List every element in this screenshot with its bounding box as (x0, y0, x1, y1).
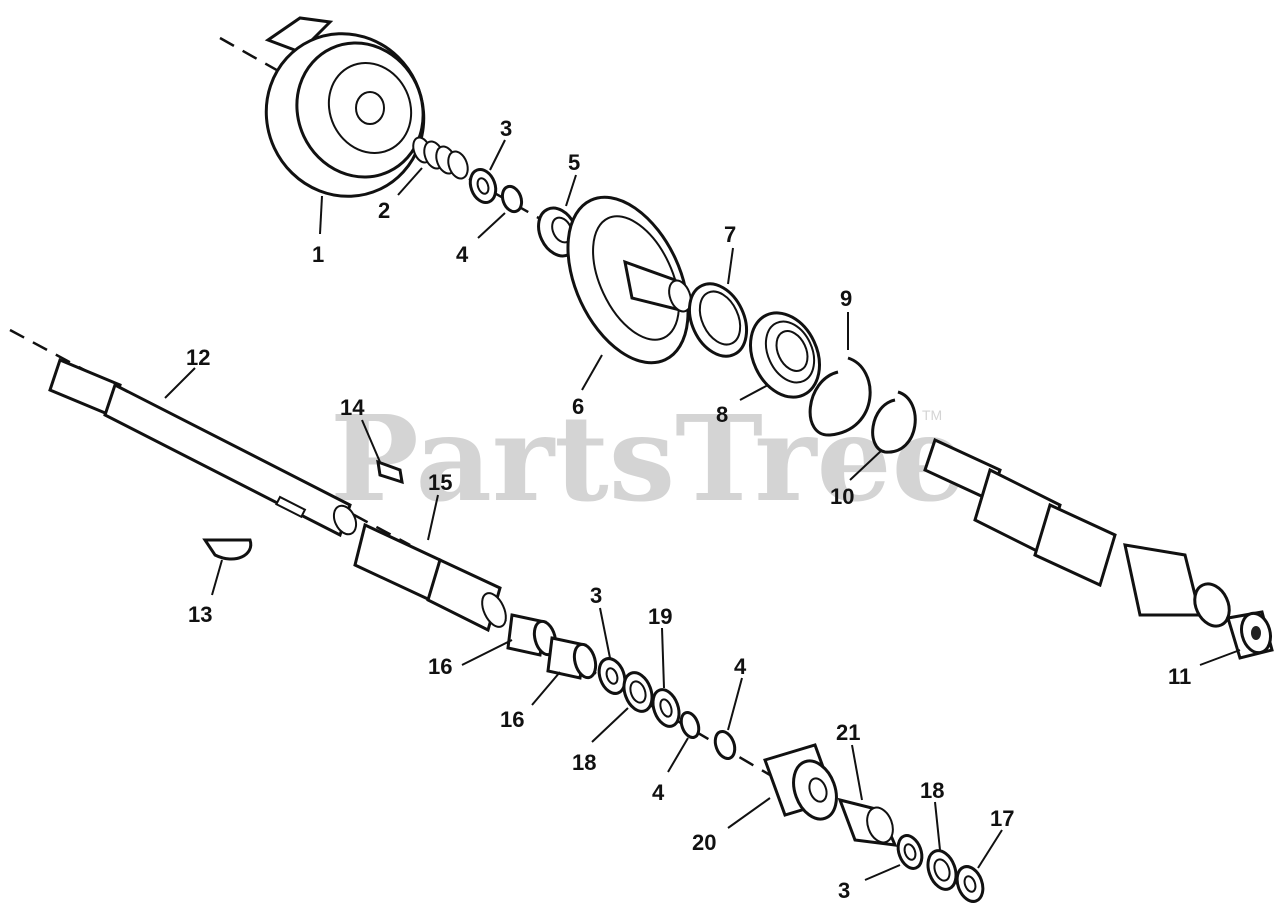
callout-3a: 3 (500, 116, 512, 141)
retaining-ring-lower-b-part (713, 729, 737, 761)
shaft-body (103, 382, 352, 538)
spur-gear-part (837, 797, 898, 847)
leader-3a (489, 139, 506, 171)
sleeve-body (353, 522, 442, 603)
sleeve-bore (481, 592, 507, 628)
spring-part (412, 136, 469, 180)
leader-21 (851, 744, 863, 801)
seal-ring-part (687, 282, 749, 358)
retaining-ring-lower-a-part (679, 710, 701, 740)
callout-4b: 4 (652, 780, 665, 805)
callout-3c: 3 (838, 878, 850, 903)
callout-labels: 1 2 3 4 5 6 7 8 9 10 11 12 13 14 15 16 1… (186, 116, 1191, 903)
callout-20: 20 (692, 830, 716, 855)
leader-4a (477, 212, 506, 239)
callout-18a: 18 (572, 750, 596, 775)
callout-2: 2 (378, 198, 390, 223)
callout-9: 9 (840, 286, 852, 311)
leader-4c (727, 677, 743, 731)
leader-15 (427, 494, 439, 541)
leader-lines (164, 139, 1241, 881)
leader-18a (591, 707, 629, 743)
callout-4c: 4 (734, 654, 747, 679)
main-shaft-part (48, 357, 358, 538)
watermark-text: PartsTree (330, 389, 967, 528)
leader-3b (599, 607, 611, 659)
callout-15: 15 (428, 470, 452, 495)
callout-12: 12 (186, 345, 210, 370)
housing-bore (355, 91, 385, 125)
leader-8 (739, 384, 769, 401)
leader-20 (727, 797, 771, 829)
washer-17-part (955, 865, 985, 903)
bushing-part (1226, 610, 1274, 660)
thrust-bearing-b-part (926, 849, 958, 891)
callout-1: 1 (312, 242, 324, 267)
bearing-large-part (749, 311, 821, 399)
thrust-bearing-a-part (622, 671, 654, 713)
sleeve-gear (426, 557, 502, 633)
callout-4a: 4 (456, 242, 469, 267)
leader-2 (397, 167, 423, 196)
leader-10 (849, 449, 883, 481)
callout-17: 17 (990, 806, 1014, 831)
callout-5: 5 (568, 150, 580, 175)
snap-ring-small-part (871, 390, 917, 454)
key-part (376, 459, 404, 485)
callout-19: 19 (648, 604, 672, 629)
callout-14: 14 (340, 395, 365, 420)
housing-mount-flange (264, 16, 334, 54)
pinion-right (1033, 502, 1117, 588)
leader-18b (934, 801, 941, 851)
washer-19-part (651, 688, 681, 728)
bevel-gear-part (763, 743, 838, 821)
callout-16b: 16 (500, 707, 524, 732)
watermark-trademark: TM (922, 407, 942, 423)
pulley-housing-part (264, 16, 426, 198)
callout-11: 11 (1168, 664, 1191, 689)
woodruff-key-part (202, 538, 253, 561)
callout-3b: 3 (590, 583, 602, 608)
callout-6: 6 (572, 394, 584, 419)
washer-upper-part (468, 168, 498, 204)
callout-13: 13 (188, 602, 212, 627)
leader-19 (661, 627, 665, 689)
pinion-sleeve-part (353, 522, 507, 633)
watermark: PartsTree TM (330, 389, 967, 528)
leader-7 (727, 247, 734, 285)
leader-6 (581, 354, 603, 391)
leader-12 (164, 367, 196, 399)
callout-10: 10 (830, 484, 854, 509)
assembled-shaft-right (923, 437, 1231, 628)
pulley-hub-part (566, 195, 692, 365)
leader-13 (211, 559, 223, 596)
leader-1 (319, 195, 323, 235)
callout-7: 7 (724, 222, 736, 247)
leader-16b (531, 671, 561, 706)
snap-ring-large-part (808, 356, 872, 437)
shaft-end (332, 504, 358, 536)
retaining-ring-upper-part (500, 184, 524, 214)
leader-11 (1199, 649, 1241, 666)
leader-3c (864, 864, 901, 881)
callout-18b: 18 (920, 778, 944, 803)
pulley-hub-end (668, 279, 692, 313)
washer-middle-part (597, 657, 627, 695)
shaft-keyway (275, 495, 307, 519)
callout-8: 8 (716, 402, 728, 427)
leader-4b (667, 737, 689, 773)
needle-bearing-b-part (546, 636, 598, 680)
callout-21: 21 (836, 720, 860, 745)
leader-5 (565, 174, 577, 207)
callout-16a: 16 (428, 654, 452, 679)
leader-17 (977, 829, 1003, 869)
bevel-gear-right (1123, 543, 1202, 617)
washer-lower-part (896, 834, 924, 870)
leader-14 (361, 419, 381, 463)
shaft-tip-right (1193, 582, 1231, 628)
leader-16a (461, 639, 513, 666)
